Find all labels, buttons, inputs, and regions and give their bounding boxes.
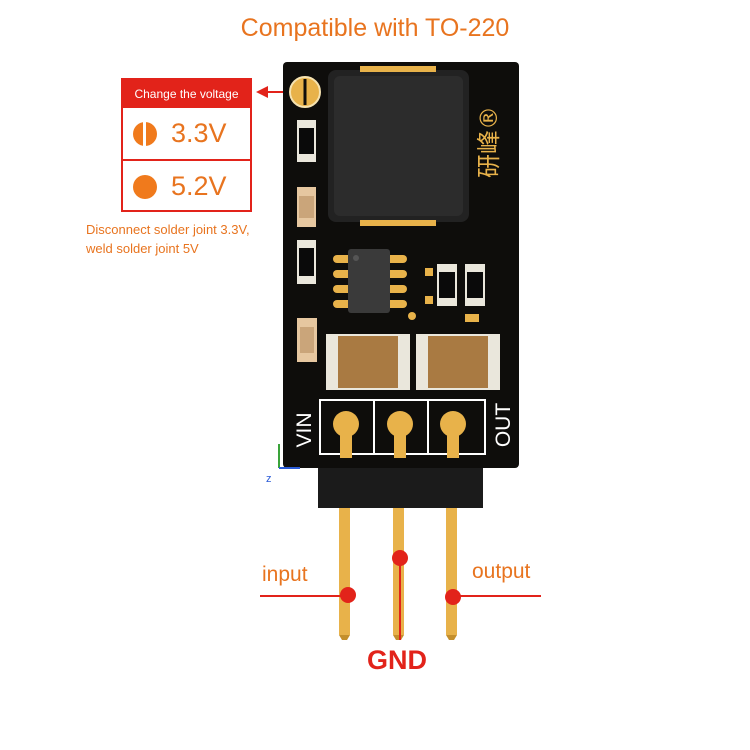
legend-label-5v2: 5.2V <box>171 171 227 201</box>
regulator-ic <box>348 249 390 313</box>
half-solder-pad-icon <box>133 121 157 146</box>
axis-z-label: z <box>266 473 272 485</box>
voltage-legend: Change the voltage 3.3V 5.2V <box>121 78 252 212</box>
legend-row-5v2: 5.2V <box>123 159 250 212</box>
solder-note: Disconnect solder joint 3.3V, weld solde… <box>86 220 250 258</box>
legend-row-3v3: 3.3V <box>123 108 250 159</box>
page-title: Compatible with TO-220 <box>240 14 510 42</box>
solder-note-line2: weld solder joint 5V <box>86 241 199 256</box>
output-label: output <box>472 560 531 583</box>
gnd-label: GND <box>367 645 427 675</box>
pin-header-housing <box>318 466 483 508</box>
brand-mark: 研峰® <box>475 106 503 178</box>
pin-gnd <box>393 500 404 635</box>
vin-silkscreen: VIN <box>293 412 316 447</box>
input-callout-dot <box>340 587 356 603</box>
input-label: input <box>262 563 308 586</box>
legend-label-3v3: 3.3V <box>171 118 227 148</box>
solder-note-line1: Disconnect solder joint 3.3V, <box>86 222 250 237</box>
gnd-callout-dot <box>392 550 408 566</box>
pin-output <box>446 500 457 635</box>
pin-input <box>339 500 350 635</box>
legend-header: Change the voltage <box>123 80 250 108</box>
arrow-head-icon <box>256 86 268 98</box>
full-solder-pad-icon <box>133 174 157 199</box>
output-callout-dot <box>445 589 461 605</box>
out-silkscreen: OUT <box>492 403 515 448</box>
